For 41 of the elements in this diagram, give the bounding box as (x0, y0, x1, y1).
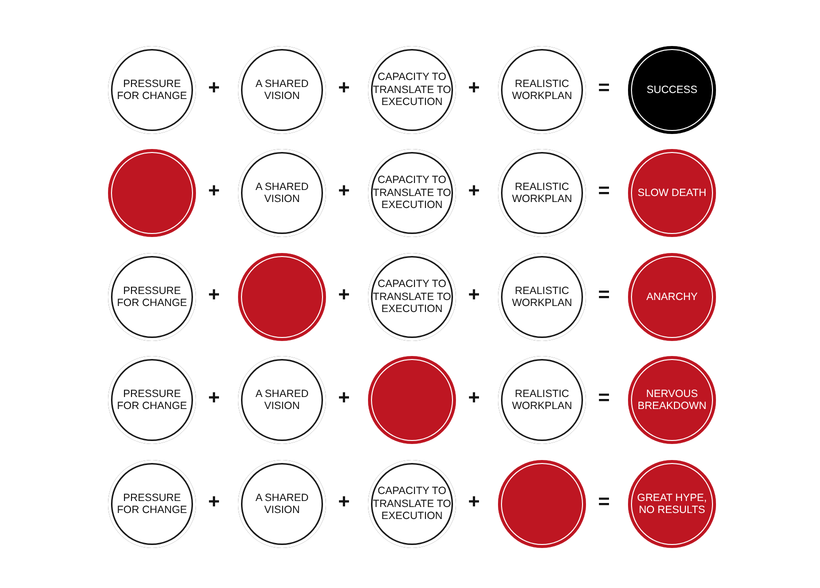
node-label: CAPACITY TO TRANSLATE TO EXECUTION (372, 174, 452, 212)
node-label: REALISTIC WORKPLAN (510, 180, 574, 206)
operator-sign: + (467, 78, 481, 98)
operator-sign: + (467, 388, 481, 408)
operator-sign: + (207, 285, 221, 305)
operator-sign: = (597, 181, 611, 201)
node-label: PRESSURE FOR CHANGE (116, 284, 188, 310)
operator-sign: + (337, 388, 351, 408)
node-label: NERVOUS BREAKDOWN (636, 388, 708, 412)
node-label: PRESSURE FOR CHANGE (116, 388, 188, 412)
operator-sign: + (207, 181, 221, 201)
node-label: REALISTIC WORKPLAN (510, 388, 574, 412)
node-label: A SHARED VISION (254, 180, 310, 206)
node-label: SLOW DEATH (636, 186, 708, 200)
node-label: A SHARED VISION (254, 78, 310, 102)
node-label: A SHARED VISION (254, 492, 310, 516)
node-label: GREAT HYPE, NO RESULTS (636, 492, 708, 516)
operator-sign: + (337, 181, 351, 201)
operator-sign: + (207, 492, 221, 512)
node-label: CAPACITY TO TRANSLATE TO EXECUTION (372, 71, 452, 109)
operator-sign: + (207, 388, 221, 408)
operator-sign: = (597, 492, 611, 512)
node-label: CAPACITY TO TRANSLATE TO EXECUTION (372, 278, 452, 316)
operator-sign: = (597, 285, 611, 305)
operator-sign: + (207, 78, 221, 98)
node-label: ANARCHY (645, 290, 699, 304)
operator-sign: + (467, 492, 481, 512)
operator-sign: = (597, 388, 611, 408)
node-label: REALISTIC WORKPLAN (510, 78, 574, 102)
node-label: A SHARED VISION (254, 388, 310, 412)
node-label: PRESSURE FOR CHANGE (116, 492, 188, 516)
operator-sign: + (337, 492, 351, 512)
operator-sign: + (337, 78, 351, 98)
operator-sign: + (337, 285, 351, 305)
node-label: PRESSURE FOR CHANGE (116, 78, 188, 102)
node-label: REALISTIC WORKPLAN (510, 284, 574, 310)
node-label: CAPACITY TO TRANSLATE TO EXECUTION (372, 485, 452, 523)
node-label: SUCCESS (646, 84, 698, 96)
operator-sign: = (597, 78, 611, 98)
operator-sign: + (467, 181, 481, 201)
operator-sign: + (467, 285, 481, 305)
